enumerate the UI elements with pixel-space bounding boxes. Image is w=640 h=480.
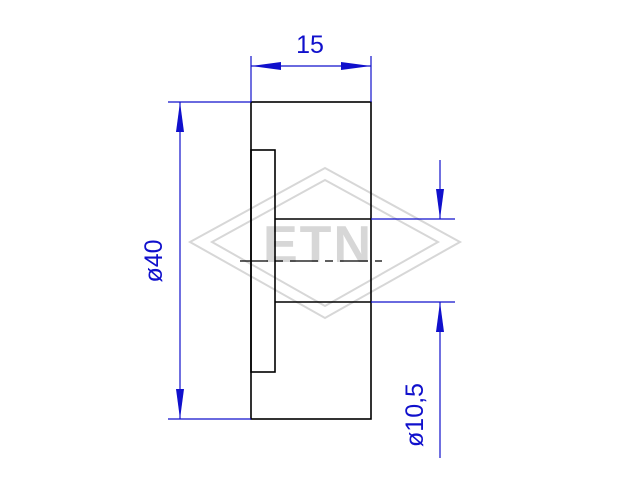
- outer-diameter-label: ø40: [140, 239, 168, 282]
- watermark-text: ETN: [263, 216, 373, 274]
- bore-diameter-label: ø10,5: [401, 383, 429, 447]
- dimensions: 15 ø40 ø10,5: [140, 31, 455, 458]
- width-label: 15: [296, 31, 324, 59]
- width-arrow-left: [251, 62, 281, 70]
- part-outline: [240, 101, 382, 420]
- width-arrow-right: [341, 62, 371, 70]
- bore-arrow-bottom: [436, 302, 444, 332]
- watermark-outer-diamond: [187, 166, 463, 320]
- watermark-inner-diamond: [209, 178, 441, 308]
- diameter-arrow-bottom: [176, 389, 184, 419]
- watermark-logo: ETN: [187, 166, 463, 320]
- diameter-arrow-top: [176, 102, 184, 132]
- bore-arrow-top: [436, 189, 444, 219]
